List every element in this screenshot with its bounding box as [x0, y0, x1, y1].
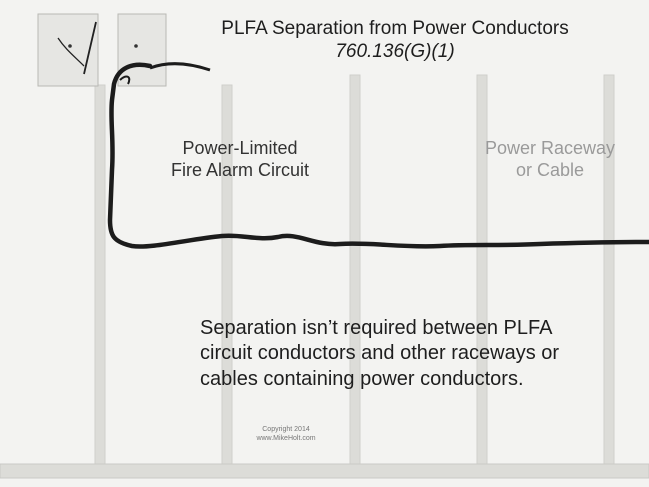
power-label-line: Power Raceway	[484, 138, 616, 158]
cable-loop	[119, 75, 131, 85]
conductor-wire	[57, 37, 85, 67]
wall-stud	[349, 74, 361, 466]
wall-stud	[94, 84, 106, 466]
note-line: Separation isn’t required between PLFA	[200, 317, 553, 339]
wall-stud	[476, 74, 488, 466]
box-screw	[134, 44, 138, 48]
copyright-line: www.MikeHolt.com	[256, 434, 316, 442]
separation-note: Separation isn’t required between PLFA c…	[200, 316, 559, 392]
bottom-plate	[0, 463, 649, 479]
power-label-line: or Cable	[515, 159, 585, 180]
power-raceway-label: Power Raceway or Cable	[455, 138, 645, 181]
plfa-cable-tail	[149, 62, 211, 72]
plfa-circuit-label: Power-Limited Fire Alarm Circuit	[150, 138, 330, 181]
plfa-cable	[107, 62, 649, 249]
plfa-label-line: Fire Alarm Circuit	[170, 159, 309, 180]
plfa-label-line: Power-Limited	[182, 138, 298, 158]
conductor-wire	[83, 21, 97, 75]
wall-studs	[94, 74, 615, 466]
copyright-line: Copyright 2014	[262, 426, 310, 433]
code-reference: 760.136(G)(1)	[335, 41, 455, 62]
copyright-notice: Copyright 2014 www.MikeHolt.com	[226, 426, 346, 444]
diagram-title: PLFA Separation from Power Conductors	[221, 18, 569, 39]
device-box	[117, 13, 167, 87]
box-screw	[68, 44, 72, 48]
device-boxes	[37, 13, 167, 87]
note-line: cables containing power conductors.	[200, 367, 524, 390]
note-line: circuit conductors and other raceways or	[200, 342, 560, 365]
wall-stud	[603, 74, 615, 466]
